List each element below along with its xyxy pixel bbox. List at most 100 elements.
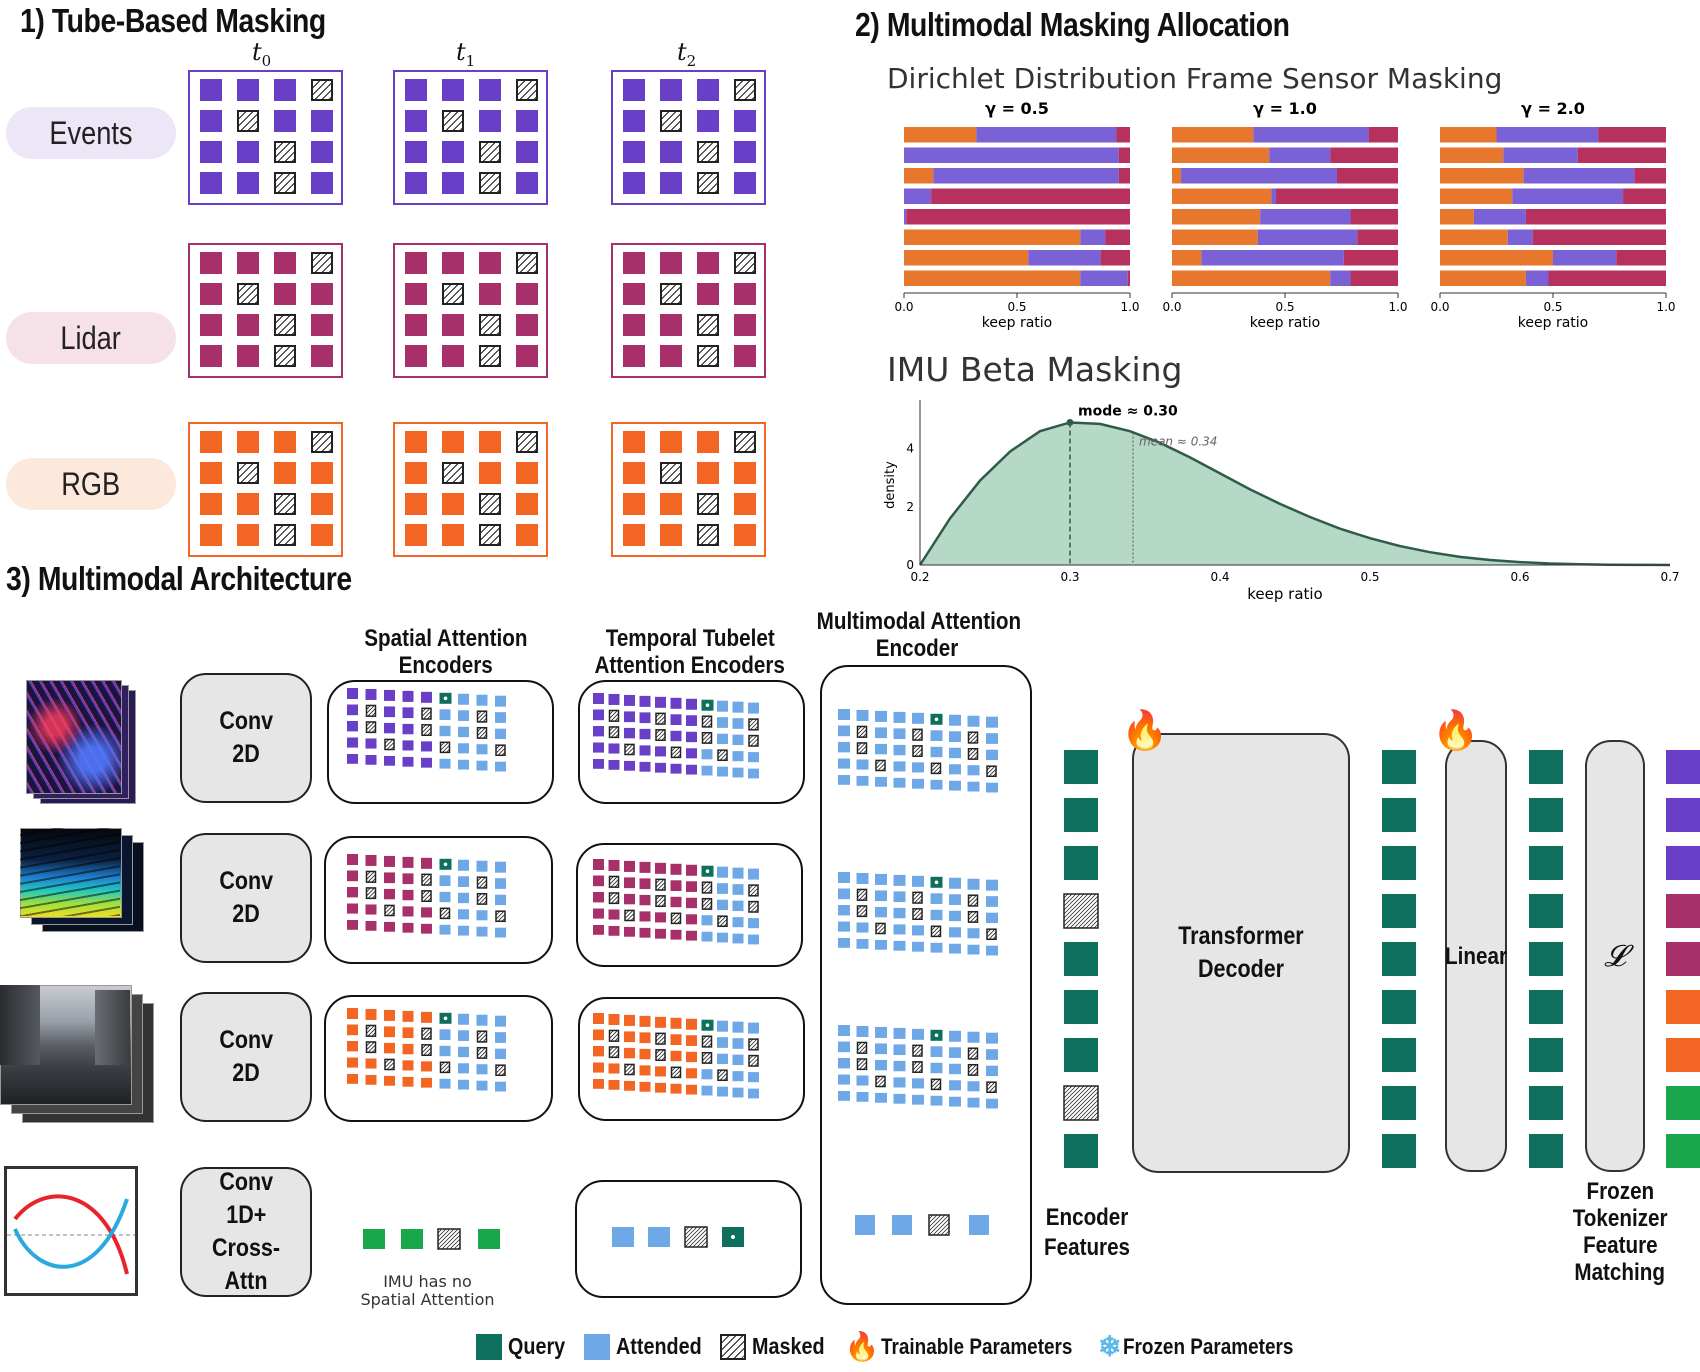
dirichlet-bar-segment xyxy=(1260,209,1351,225)
visible-token xyxy=(734,314,756,336)
masked-token xyxy=(734,79,756,101)
visible-token xyxy=(405,252,427,274)
target-token xyxy=(1666,942,1700,976)
visible-token xyxy=(442,314,464,336)
dirichlet-bar-segment xyxy=(1127,270,1130,286)
modality-label: Lidar xyxy=(60,319,122,356)
masked-token xyxy=(697,314,719,336)
visible-token xyxy=(274,283,296,305)
dirichlet-bar-segment xyxy=(1336,168,1398,184)
visible-token xyxy=(479,462,501,484)
dirichlet-bar-segment xyxy=(1105,229,1130,245)
dirichlet-bar-segment xyxy=(1028,250,1101,266)
visible-token xyxy=(200,252,222,274)
imu-token xyxy=(478,1229,500,1249)
dirichlet-bar-segment xyxy=(1350,209,1398,225)
visible-token xyxy=(311,493,333,515)
masked-token xyxy=(437,1228,461,1250)
decoder-output-token xyxy=(1382,798,1416,832)
dirichlet-bar-segment xyxy=(1330,270,1351,286)
visible-token xyxy=(623,252,645,274)
x-axis-label: keep ratio xyxy=(1250,315,1320,331)
visible-token xyxy=(660,252,682,274)
tube-frame xyxy=(188,243,343,378)
modality-pill-rgb: RGB xyxy=(6,458,176,510)
visible-token xyxy=(237,493,259,515)
linear-layer: Linear xyxy=(1445,740,1507,1172)
visible-token xyxy=(405,314,427,336)
beta-area xyxy=(920,422,1670,565)
visible-token xyxy=(734,493,756,515)
imu-token xyxy=(401,1229,423,1249)
snowflake-icon-legend: ❄ xyxy=(1097,1331,1122,1362)
legend-frozen: Frozen Parameters xyxy=(1123,1333,1294,1359)
linear-output-token xyxy=(1529,1086,1563,1120)
dirichlet-bar-segment xyxy=(1440,209,1474,225)
beta-curve xyxy=(918,421,1671,567)
masked-token xyxy=(697,524,719,546)
visible-token xyxy=(697,431,719,453)
flame-icon-legend: 🔥 xyxy=(844,1331,880,1362)
visible-token xyxy=(442,431,464,453)
visible-token xyxy=(623,141,645,163)
dirichlet-bar-segment xyxy=(1201,250,1344,266)
masked-token xyxy=(311,79,333,101)
tick-label: 0.5 xyxy=(1360,570,1379,584)
legend-attended-swatch xyxy=(584,1333,611,1360)
masked-token xyxy=(516,431,538,453)
tube-frame xyxy=(188,70,343,205)
visible-token xyxy=(405,462,427,484)
modality-label: Events xyxy=(49,114,133,151)
imu-beta-title: IMU Beta Masking xyxy=(887,350,1183,389)
dirichlet-bar-segment xyxy=(1257,229,1358,245)
dirichlet-bar-segment xyxy=(1525,270,1549,286)
section-title-architecture: 3) Multimodal Architecture xyxy=(6,560,352,597)
dirichlet-bar-segment xyxy=(1343,250,1398,266)
visible-token xyxy=(623,462,645,484)
masked-token xyxy=(479,172,501,194)
visible-token xyxy=(405,141,427,163)
visible-token xyxy=(200,493,222,515)
visible-token xyxy=(734,462,756,484)
visible-token xyxy=(516,314,538,336)
visible-token xyxy=(311,314,333,336)
masked-token xyxy=(734,431,756,453)
target-token xyxy=(1666,894,1700,928)
legend-attended: Attended xyxy=(616,1333,703,1359)
tick-label: 0.0 xyxy=(1430,300,1449,314)
dirichlet-bar-segment xyxy=(1440,270,1526,286)
visible-token xyxy=(479,431,501,453)
visible-token xyxy=(623,524,645,546)
visible-token xyxy=(660,314,682,336)
masked-token xyxy=(237,462,259,484)
time-label-0: t0 xyxy=(252,38,271,70)
dirichlet-bar-segment xyxy=(1275,188,1398,204)
tick-label: 1.0 xyxy=(1656,300,1675,314)
encoder-feature-token xyxy=(1064,942,1098,976)
visible-token xyxy=(516,345,538,367)
legend-masked: Masked xyxy=(752,1333,825,1359)
visible-token xyxy=(405,79,427,101)
visible-token xyxy=(734,110,756,132)
dirichlet-bar-segment xyxy=(1253,127,1369,143)
target-token xyxy=(1666,1038,1700,1072)
masked-token xyxy=(237,110,259,132)
masked-token xyxy=(442,462,464,484)
dirichlet-bar-segment xyxy=(1553,250,1617,266)
tube-frame xyxy=(611,70,766,205)
time-label-1: t1 xyxy=(456,38,475,70)
dirichlet-bar-segment xyxy=(1523,168,1635,184)
spatial-encoder-events xyxy=(327,680,554,804)
visible-token xyxy=(479,79,501,101)
dirichlet-bar-segment xyxy=(1357,229,1398,245)
masked-token xyxy=(697,141,719,163)
dirichlet-bar-segment xyxy=(1634,168,1666,184)
masked-token xyxy=(274,172,296,194)
mode-annotation: mode ≈ 0.30 xyxy=(1078,403,1178,419)
visible-token xyxy=(237,524,259,546)
